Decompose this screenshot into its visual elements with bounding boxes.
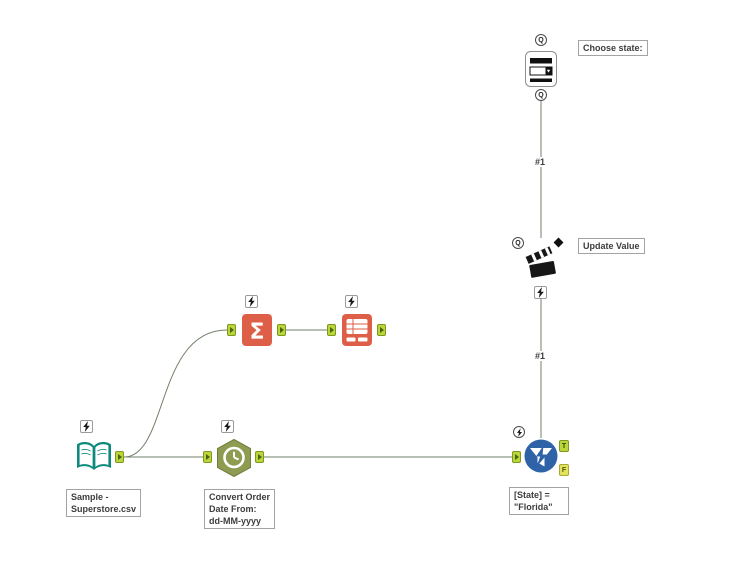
summarize-lightning-anchor[interactable]	[245, 295, 258, 308]
summarize-tool-icon[interactable]: Σ	[239, 312, 275, 348]
lightning-icon	[224, 421, 231, 432]
lightning-icon	[516, 427, 522, 437]
arrow-icon	[380, 327, 384, 333]
table-output-anchor[interactable]	[377, 324, 386, 336]
filter-true-anchor[interactable]: T	[559, 440, 569, 452]
datetime-lightning-anchor[interactable]	[221, 420, 234, 433]
dropdown-tool-icon[interactable]	[523, 49, 559, 89]
arrow-icon	[230, 327, 234, 333]
sigma-glyph: Σ	[249, 320, 264, 345]
input-data-tool-icon[interactable]	[74, 437, 114, 477]
arrow-icon	[515, 454, 519, 460]
table-tool-icon[interactable]	[339, 312, 375, 348]
input-annotation[interactable]: Sample - Superstore.csv	[66, 489, 142, 518]
arrow-icon	[118, 454, 122, 460]
arrow-icon	[280, 327, 284, 333]
table-input-anchor[interactable]	[327, 324, 336, 336]
action-annotation[interactable]: Update Value	[578, 238, 645, 255]
datetime-tool-icon[interactable]	[214, 437, 254, 477]
action-question-anchor[interactable]: Q	[512, 237, 524, 249]
input-output-anchor[interactable]	[115, 451, 124, 463]
arrow-icon	[330, 327, 334, 333]
action-tool-icon[interactable]	[524, 246, 560, 282]
filter-annotation[interactable]: [State] = "Florida"	[509, 487, 569, 516]
input-lightning-anchor[interactable]	[80, 420, 93, 433]
lightning-icon	[537, 287, 544, 298]
summarize-output-anchor[interactable]	[277, 324, 286, 336]
datetime-input-anchor[interactable]	[203, 451, 212, 463]
datetime-output-anchor[interactable]	[255, 451, 264, 463]
lightning-icon	[348, 296, 355, 307]
filter-action-input-anchor[interactable]	[513, 426, 525, 438]
dropdown-annotation[interactable]: Choose state:	[578, 40, 648, 57]
lightning-icon	[248, 296, 255, 307]
filter-input-anchor[interactable]	[512, 451, 521, 463]
filter-false-anchor[interactable]: F	[559, 464, 569, 476]
lightning-icon	[83, 421, 90, 432]
connection-label-1: #1	[533, 157, 548, 167]
connection-input-to-summarize[interactable]	[123, 329, 228, 458]
filter-tool-icon[interactable]	[523, 438, 559, 474]
arrow-icon	[206, 454, 210, 460]
dropdown-question-anchor-bottom[interactable]: Q	[535, 89, 547, 101]
dropdown-question-anchor-top[interactable]: Q	[535, 34, 547, 46]
action-output-lightning-anchor[interactable]	[534, 286, 547, 299]
arrow-icon	[258, 454, 262, 460]
summarize-input-anchor[interactable]	[227, 324, 236, 336]
datetime-annotation[interactable]: Convert Order Date From: dd-MM-yyyy	[204, 489, 276, 530]
connection-label-2: #1	[533, 351, 548, 361]
table-lightning-anchor[interactable]	[345, 295, 358, 308]
